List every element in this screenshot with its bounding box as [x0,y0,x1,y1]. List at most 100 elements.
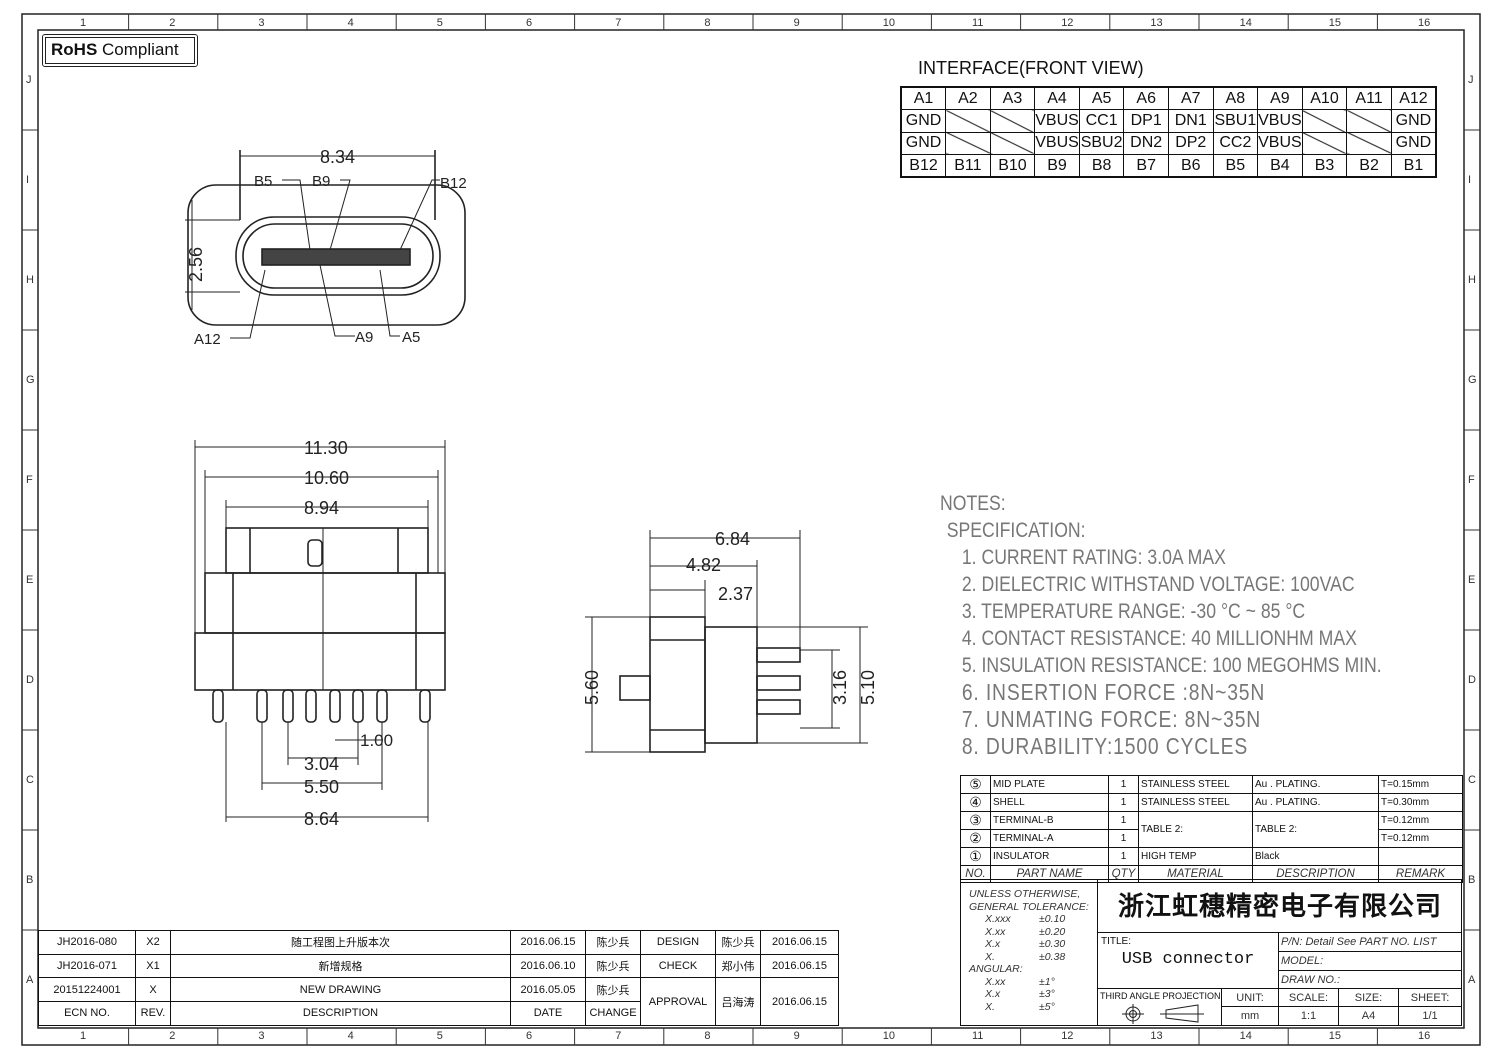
parts-header-name: PART NAME [990,864,1109,884]
unit-cell: UNIT:mm [1222,989,1279,1025]
note-item: 1. CURRENT RATING: 3.0A MAX [961,546,1226,569]
part-qty: 1 [1108,793,1139,812]
interface-cell: B1 [1390,154,1437,178]
part-name: TERMINAL-A [990,829,1109,848]
tolerance-row: X.xx ±0.20 [985,926,1097,939]
pin [256,689,268,723]
interface-cell: B2 [1346,154,1392,178]
title-block: UNLESS OTHERWISE, GENERAL TOLERANCE: X.x… [960,879,1462,1026]
interface-cell: VBUS [1034,131,1080,155]
interface-cell: B3 [1301,154,1348,178]
grid-row-label: C [1468,774,1476,786]
part-qty: 1 [1108,829,1139,848]
notes-title: NOTES: [940,492,1006,515]
revision-rev: X [135,977,171,1003]
tolerance-format: X.x [985,988,1001,1000]
interface-cell: A7 [1167,86,1214,110]
unit-value: mm [1240,1010,1260,1022]
grid-row-label: J [1468,74,1474,86]
pin [419,689,431,723]
grid-column-label: 9 [793,1030,800,1042]
dim-side-1: 6.84 [715,529,750,549]
revision-desc: DESCRIPTION [170,1001,511,1026]
part-remark [1378,847,1463,866]
projection-label: THIRD ANGLE PROJECTION [1098,989,1222,1025]
interface-cell: SBU2 [1078,131,1125,155]
sheet-cell: SHEET:1/1 [1399,989,1462,1025]
revision-date: 2016.06.15 [510,930,586,955]
approval-name: 吕海涛 [715,977,761,1026]
revision-change: CHANGE [585,1001,641,1026]
grid-column-label: 11 [972,17,984,29]
label-b12: B12 [440,175,467,192]
note-item: 7. UNMATING FORCE: 8N~35N [961,706,1262,732]
interface-cell: A5 [1078,86,1125,110]
label-a9: A9 [355,329,373,346]
grid-row-label: A [1468,974,1476,986]
revision-ecn: JH2016-071 [38,953,136,979]
note-item: 8. DURABILITY:1500 CYCLES [961,733,1249,759]
pin [376,689,388,723]
grid-column-label: 14 [1239,1030,1252,1042]
interface-cell: A3 [989,86,1036,110]
part-material: HIGH TEMP [1138,847,1253,866]
draw-no-label: DRAW NO.: [1279,971,1462,989]
sheet-label: SHEET: [1399,989,1461,1007]
tolerance-row: X.xxx±0.10 [985,913,1097,926]
dim-front-6: 8.64 [304,809,339,829]
interface-cell: B10 [989,154,1036,178]
grid-row-label: B [26,874,34,886]
dim-side-3: 2.37 [718,584,753,604]
tolerance-row: X.±5° [985,1001,1097,1014]
interface-cell: VBUS [1034,109,1080,133]
note-item: 4. CONTACT RESISTANCE: 40 MILLIONHM MAX [961,627,1357,650]
grid-column-label: 15 [1328,1030,1342,1042]
grid-row-label: H [26,274,34,286]
part-no: ⑤ [960,775,991,794]
revision-date: 2016.05.05 [510,977,586,1003]
part-name: TERMINAL-B [990,811,1109,830]
model-label: MODEL: [1279,952,1462,971]
part-description: Black [1252,847,1379,866]
dim-top-width: 8.34 [320,147,355,167]
revision-change: 陈少兵 [585,977,641,1003]
grid-column-label: 5 [436,17,443,29]
grid-row-label: G [26,374,35,386]
grid-row-label: A [26,974,34,986]
part-description: Au . PLATING. [1252,775,1379,794]
part-material: TABLE 2: [1138,811,1253,848]
interface-cell [1346,131,1392,155]
grid-column-label: 1 [80,1030,87,1042]
interface-cell: A9 [1257,86,1303,110]
interface-cell: GND [1390,109,1437,133]
dim-front-3: 8.94 [304,498,339,518]
approval-name: 陈少兵 [715,930,761,955]
interface-cell: GND [1390,131,1437,155]
dim-front-5: 5.50 [304,777,339,797]
company-name: 浙江虹穗精密电子有限公司 [1098,880,1462,933]
interface-cell: CC1 [1078,109,1125,133]
tolerance-value: ±0.20 [1039,925,1066,938]
grid-column-label: 3 [258,1030,265,1042]
revision-date: DATE [510,1001,586,1026]
tolerance-format: X.xx [985,925,1006,938]
part-number: P/N: Detail See PART NO. LIST [1279,933,1462,952]
revision-rev: X2 [135,930,171,955]
grid-column-label: 7 [615,1030,622,1042]
approval-role: CHECK [640,953,716,979]
tolerance-value: ±5° [1039,1000,1055,1013]
tolerance-value: ±0.30 [1039,938,1066,950]
dim-front-4: 3.04 [304,754,339,774]
rohs-label: RoHS [51,40,98,59]
tolerance-format: X. [985,950,995,963]
